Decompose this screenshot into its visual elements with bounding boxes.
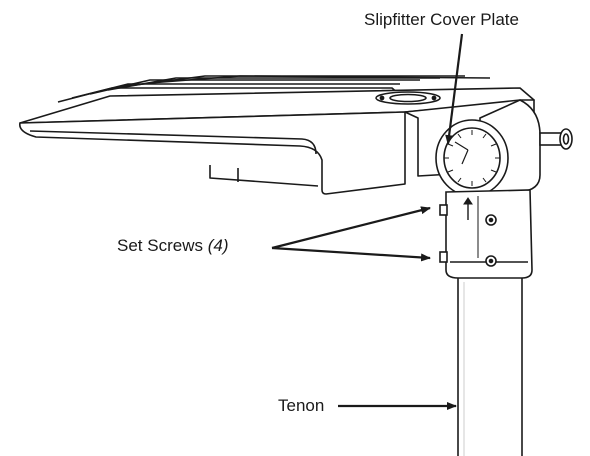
set-screws-label: Set Screws (4) xyxy=(117,236,229,255)
set-screw-arrow-lower xyxy=(271,246,431,262)
cover-plate-arrow xyxy=(445,33,464,145)
fixture-housing xyxy=(19,75,535,195)
tenon-pole xyxy=(457,276,523,456)
set-screw-arrow-upper xyxy=(271,206,431,250)
slipfitter-sleeve xyxy=(439,189,533,279)
set-screws-count: (4) xyxy=(207,236,229,255)
tenon-label: Tenon xyxy=(278,396,325,415)
callout-arrows xyxy=(271,33,464,410)
cover-plate-label: Slipfitter Cover Plate xyxy=(364,10,519,29)
